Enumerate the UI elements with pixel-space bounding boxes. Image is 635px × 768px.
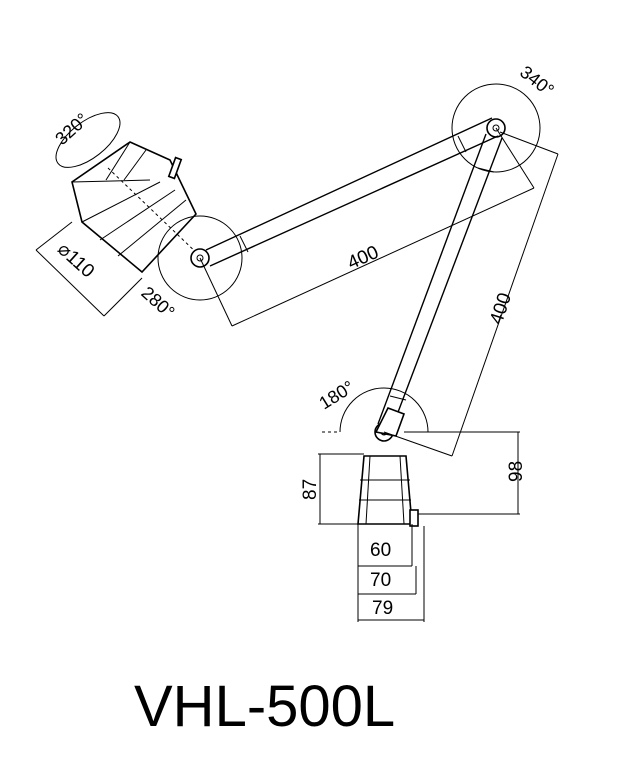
base-height-label: 87 [300, 479, 321, 500]
head-joint [157, 215, 243, 301]
elbow-joint-angle: 340° [516, 62, 558, 101]
base [357, 455, 419, 527]
lamp-head [35, 112, 203, 317]
base-width-top-label: 60 [370, 540, 391, 561]
elbow-joint [451, 83, 541, 173]
base-joint-angle: 180° [316, 377, 358, 414]
head-rotation-angle: 320° [51, 109, 92, 149]
upper-arm [205, 117, 499, 267]
head-diameter-label: ⌀110 [53, 239, 98, 283]
base-width-bottom-label: 79 [372, 598, 393, 619]
joint-height-label: 98 [506, 461, 527, 482]
upper-arm-length-label: 400 [344, 242, 382, 274]
dimension-lines [199, 127, 559, 622]
head-joint-angle: 280° [137, 283, 178, 323]
lower-arm-length-label: 400 [486, 290, 516, 327]
base-width-mid-label: 70 [370, 570, 391, 591]
lower-arm [374, 133, 503, 437]
model-name: VHL-500L [134, 674, 396, 739]
